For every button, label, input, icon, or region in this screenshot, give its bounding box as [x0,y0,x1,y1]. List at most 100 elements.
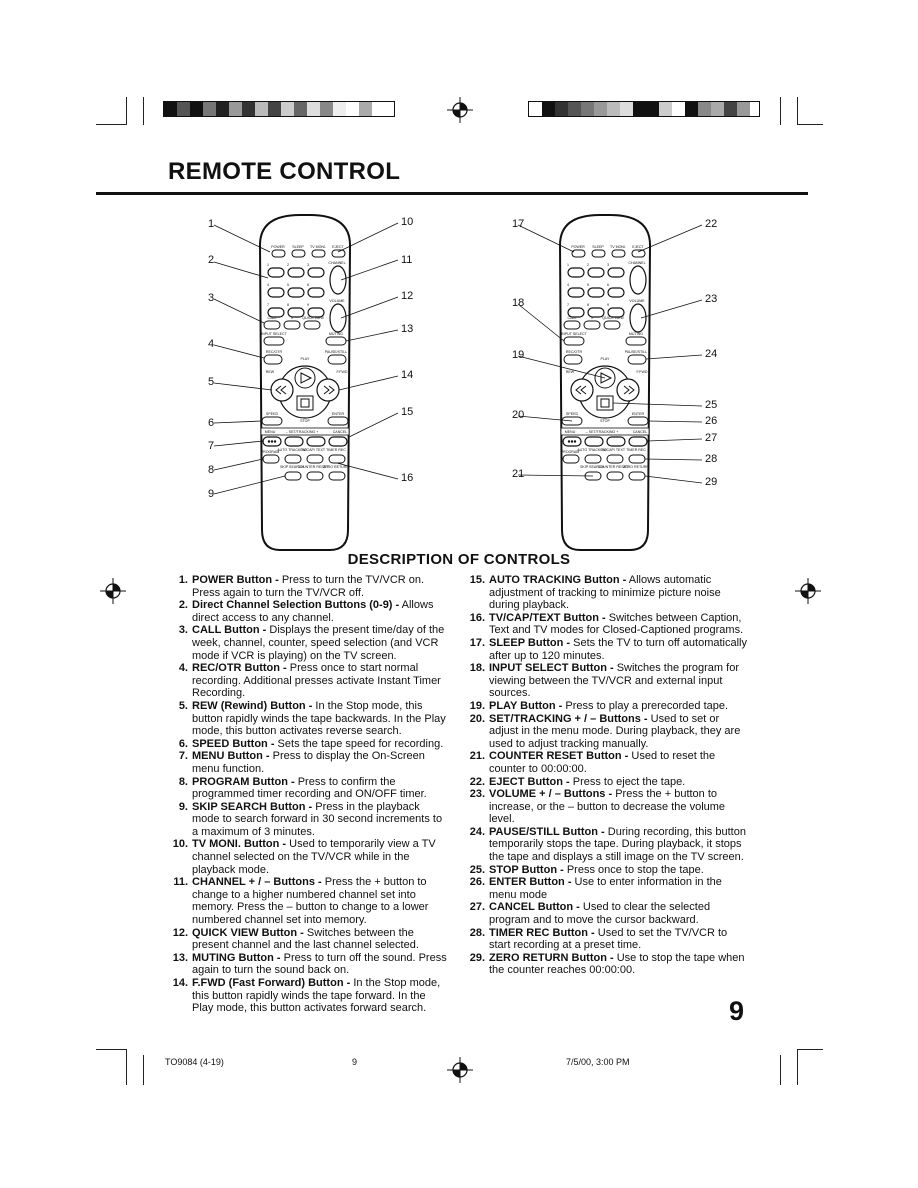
calibration-swatch [672,102,685,116]
callout-number: 23 [705,293,717,305]
item-name: STOP Button - [489,863,564,876]
menu-dot [573,440,577,443]
callout-leader-line [213,382,273,391]
callout-leader-line [517,415,573,422]
control-description-item: 13.MUTING Button - Press to turn off the… [170,952,450,977]
footer-page: 9 [352,1057,358,1067]
item-name: MUTING Button - [192,951,281,964]
item-name: ENTER Button - [489,876,572,889]
calibration-swatch [203,102,216,116]
ffwd-button [616,378,640,402]
item-text: Allows direct access to any channel. [192,599,434,624]
item-name: F.FWD (Fast Forward) Button - [192,977,351,989]
calibration-swatch [268,102,281,116]
item-number: 13. [172,951,188,964]
muting-button [625,336,647,346]
callout-number: 14 [401,369,413,381]
digit-label: 3 [307,263,309,267]
tracking-plus-button [306,436,326,447]
button-caption: MUTING [329,332,343,336]
item-text: Switches the program for viewing between… [489,662,739,700]
item-text: Switches between the present channel and… [192,926,419,952]
digit-label: 0 [291,316,293,320]
item-number: 17. [469,636,485,649]
button-caption: ZERO RETURN [623,465,649,469]
item-text: In the Stop mode, this button rapidly wi… [192,699,446,738]
calibration-swatch [229,102,242,116]
digit-label: 2 [287,263,289,267]
callout-leader-line [612,402,703,407]
callout-leader-line [517,474,594,477]
remote-button [331,249,346,258]
remote-button [631,249,646,258]
callout-leader-line [637,224,703,253]
digit-label: 9 [307,303,309,307]
button-caption: TV MONI. [610,245,626,249]
item-name: VOLUME + / – Buttons - [489,788,613,801]
button-caption: REW [566,370,575,374]
item-text: Press to confirm the programmed timer re… [192,775,427,801]
ffwd-icon [623,385,635,395]
calibration-swatch [320,102,333,116]
item-text: Switches between Caption, Text and TV mo… [489,611,744,637]
callout-number: 3 [208,292,214,304]
callout-leader-line [340,296,399,319]
control-description-item: 19.PLAY Button - Press to play a prereco… [467,700,747,713]
control-description-item: 28.TIMER REC Button - Used to set the TV… [467,927,747,952]
callout-number: 11 [401,254,412,266]
control-description-item: 7.MENU Button - Press to display the On-… [170,750,450,775]
control-description-item: 6.SPEED Button - Sets the tape speed for… [170,738,450,751]
input-select-button [563,336,585,346]
digit-label: 8 [587,303,589,307]
button-caption: SPEED [266,412,279,416]
item-number: 19. [469,699,485,712]
item-text: Press the + button to change to a higher… [192,876,429,927]
digit-label: 0 [591,316,593,320]
callout-leader-line [213,298,265,324]
item-text: Sets the TV to turn off automatically af… [489,636,747,662]
callout-number: 26 [705,415,717,427]
digit-button [587,307,605,318]
button-caption: CHANNEL [628,261,645,265]
button-caption: PAUSE/STILL [625,350,648,354]
item-number: 11. [173,876,188,889]
menu-dot [267,440,271,443]
volume-rocker [629,303,647,333]
item-number: 3. [178,624,188,637]
channel-rocker [329,265,347,295]
callout-number: 20 [512,409,524,421]
description-column-left: 1.POWER Button - Press to turn the TV/VC… [170,574,450,1015]
section-title: DESCRIPTION OF CONTROLS [347,551,571,568]
callout-number: 24 [705,348,717,360]
item-name: CALL Button - [192,624,267,637]
button-caption: AUTO TRACKING [277,448,307,452]
calibration-swatch [724,102,737,116]
control-description-item: 4.REC/OTR Button - Press once to start n… [170,662,450,700]
button-caption: ENTER [632,412,645,416]
digit-label: 5 [587,283,589,287]
digit-button [607,307,625,318]
callout-number: 7 [208,440,214,452]
callout-leader-line [645,354,703,360]
button-caption: REC/OTR [566,350,583,354]
calibration-swatch [281,102,294,116]
button-caption: PLAY [301,357,311,361]
digit-button [587,287,605,298]
button-caption: VOLUME [329,299,345,303]
callout-leader-line [640,299,703,319]
calibration-swatch [372,102,385,116]
digit-label: 1 [267,263,269,267]
calibration-swatch [620,102,633,116]
item-name: SET/TRACKING + / – Buttons - [489,712,648,725]
item-name: SPEED Button - [192,737,275,750]
digit-label: 7 [567,303,569,307]
item-name: COUNTER RESET Button - [489,750,629,763]
control-description-item: 3.CALL Button - Displays the present tim… [170,624,450,662]
remote-button [271,249,286,258]
tvcap-button [306,454,324,464]
auto-tracking-button [584,454,602,464]
digit-label: 6 [607,283,609,287]
callout-number: 6 [208,417,214,429]
calibration-swatch [594,102,607,116]
